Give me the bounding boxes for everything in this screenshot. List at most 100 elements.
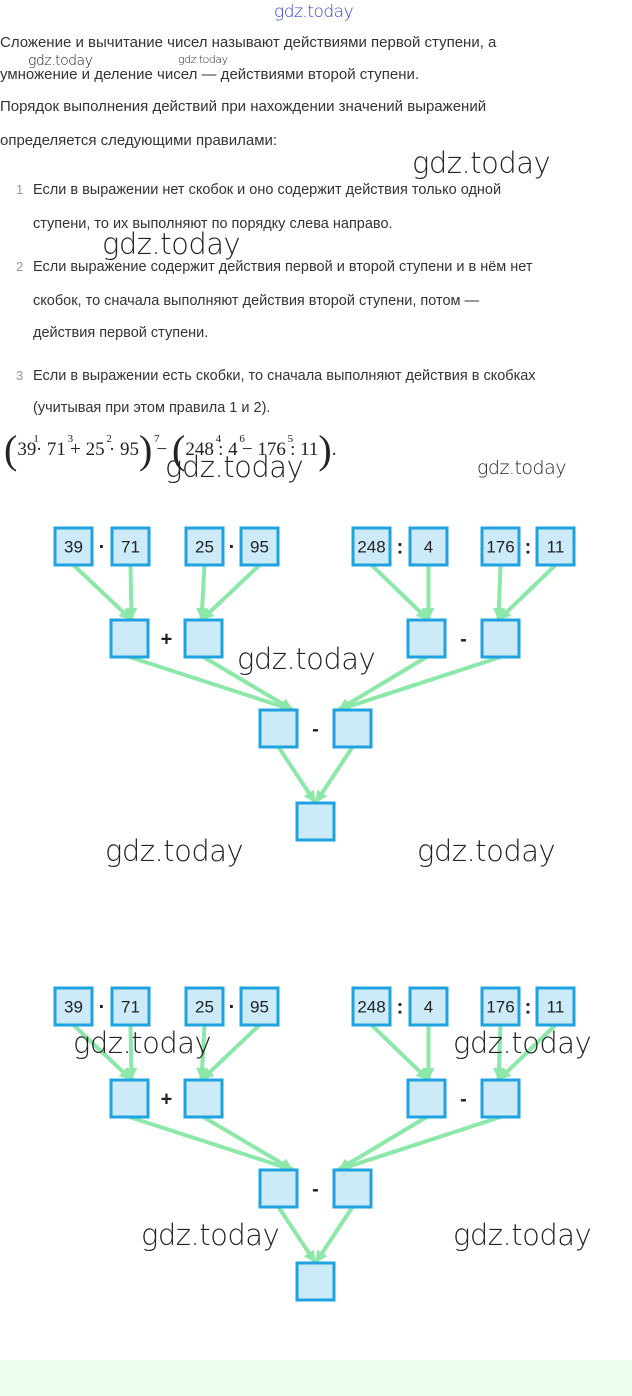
number-box bbox=[480, 986, 521, 1027]
arrowhead bbox=[498, 1067, 512, 1080]
arrow-line bbox=[497, 563, 557, 622]
arrowhead bbox=[279, 1158, 293, 1170]
rule-text: Если в выражении есть скобки, то сначала… bbox=[33, 368, 536, 384]
watermark: gdz.today bbox=[477, 457, 567, 479]
number-box bbox=[110, 526, 151, 567]
arrow-line bbox=[200, 1023, 261, 1082]
number-label: 71 bbox=[121, 538, 140, 557]
arrowhead bbox=[303, 1249, 316, 1263]
empty-box bbox=[109, 618, 150, 659]
arrow-line bbox=[128, 1115, 294, 1172]
arrowhead bbox=[125, 1067, 138, 1080]
arrow-line bbox=[370, 1023, 430, 1082]
rule-number: 2 bbox=[16, 259, 24, 274]
watermark: gdz.today bbox=[105, 834, 244, 868]
number-label: 4 bbox=[424, 538, 433, 557]
watermark: gdz.today bbox=[141, 1218, 280, 1252]
number-label: 39 bbox=[64, 998, 83, 1017]
arrowhead bbox=[422, 1068, 435, 1080]
arrowhead bbox=[315, 1249, 328, 1263]
number-label: 248 bbox=[357, 998, 385, 1017]
arrowhead bbox=[498, 607, 512, 620]
arrow-line bbox=[337, 655, 502, 712]
number-label: 4 bbox=[424, 998, 433, 1017]
operator-sign: : bbox=[397, 537, 404, 559]
number-box bbox=[110, 986, 151, 1027]
arrowhead bbox=[125, 607, 138, 620]
empty-box bbox=[183, 618, 224, 659]
math-expression: (391· 71 3+ 25 2· 95) 7− (248 4: 4 6− 17… bbox=[4, 427, 337, 472]
number-box bbox=[535, 526, 576, 567]
number-box bbox=[535, 986, 576, 1027]
arrow-line bbox=[497, 1023, 557, 1082]
rule-number: 1 bbox=[16, 182, 24, 197]
operator-sign: + bbox=[161, 1089, 173, 1111]
number-label: 176 bbox=[486, 998, 514, 1017]
arrowhead bbox=[201, 607, 215, 620]
rule-text: Если в выражении нет скобок и оно содерж… bbox=[33, 182, 502, 198]
watermark: gdz.today bbox=[28, 53, 93, 69]
empty-box bbox=[406, 1078, 447, 1119]
watermark: gdz.today bbox=[178, 53, 228, 66]
number-box bbox=[184, 986, 225, 1027]
number-label: 39 bbox=[64, 538, 83, 557]
arrow-line bbox=[128, 655, 294, 712]
empty-box bbox=[332, 1168, 373, 1209]
number-box bbox=[184, 526, 225, 567]
number-label: 95 bbox=[250, 998, 269, 1017]
arrowhead bbox=[118, 607, 132, 620]
number-label: 71 bbox=[121, 998, 140, 1017]
rule-text: (учитывая при этом правила 1 и 2). bbox=[33, 400, 271, 416]
rule-text: действия первой ступени. bbox=[33, 325, 209, 341]
empty-box bbox=[183, 1078, 224, 1119]
number-label: 11 bbox=[547, 998, 565, 1017]
empty-box bbox=[406, 618, 447, 659]
watermark: gdz.today bbox=[274, 2, 354, 22]
empty-box bbox=[332, 708, 373, 749]
operator-sign: · bbox=[229, 997, 236, 1019]
operator-sign: : bbox=[397, 997, 404, 1019]
intro-line: определяется следующими правилами: bbox=[0, 132, 278, 149]
empty-box bbox=[258, 708, 299, 749]
watermark: gdz.today bbox=[237, 642, 376, 676]
arrowhead bbox=[422, 608, 435, 620]
intro-line: Сложение и вычитание чисел называют дейс… bbox=[0, 34, 497, 51]
watermark: gdz.today bbox=[417, 834, 556, 868]
empty-box bbox=[480, 618, 521, 659]
watermark: gdz.today bbox=[165, 450, 304, 484]
number-label: 11 bbox=[547, 538, 565, 557]
number-label: 95 bbox=[250, 538, 269, 557]
arrowhead bbox=[315, 789, 328, 803]
arrow-line bbox=[200, 563, 261, 622]
number-box bbox=[480, 526, 521, 567]
operator-sign: - bbox=[460, 629, 467, 651]
number-label: 25 bbox=[195, 538, 214, 557]
arrowhead bbox=[201, 1067, 215, 1080]
rule-text: ступени, то их выполняют по порядку слев… bbox=[33, 216, 393, 232]
operator-sign: · bbox=[99, 997, 106, 1019]
number-box bbox=[408, 986, 449, 1027]
rule-text: Если выражение содержит действия первой … bbox=[33, 259, 533, 275]
number-label: 176 bbox=[486, 538, 514, 557]
arrow-line bbox=[337, 1115, 502, 1172]
arrowhead bbox=[303, 789, 316, 803]
empty-box bbox=[258, 1168, 299, 1209]
arrow-line bbox=[72, 1023, 133, 1082]
arrow-line bbox=[336, 655, 428, 712]
operator-sign: - bbox=[312, 1179, 319, 1201]
watermark: gdz.today bbox=[412, 146, 551, 180]
number-box bbox=[239, 986, 280, 1027]
empty-box bbox=[480, 1078, 521, 1119]
arrowhead bbox=[118, 1067, 132, 1080]
operator-sign: : bbox=[525, 537, 532, 559]
arrow-line bbox=[336, 1115, 428, 1172]
rule-text: скобок, то сначала выполняют действия вт… bbox=[33, 293, 480, 309]
rule-number: 3 bbox=[16, 368, 24, 383]
number-box bbox=[408, 526, 449, 567]
watermark: gdz.today bbox=[102, 227, 241, 261]
number-box bbox=[351, 986, 392, 1027]
arrow-line bbox=[202, 655, 295, 712]
empty-box bbox=[109, 1078, 150, 1119]
